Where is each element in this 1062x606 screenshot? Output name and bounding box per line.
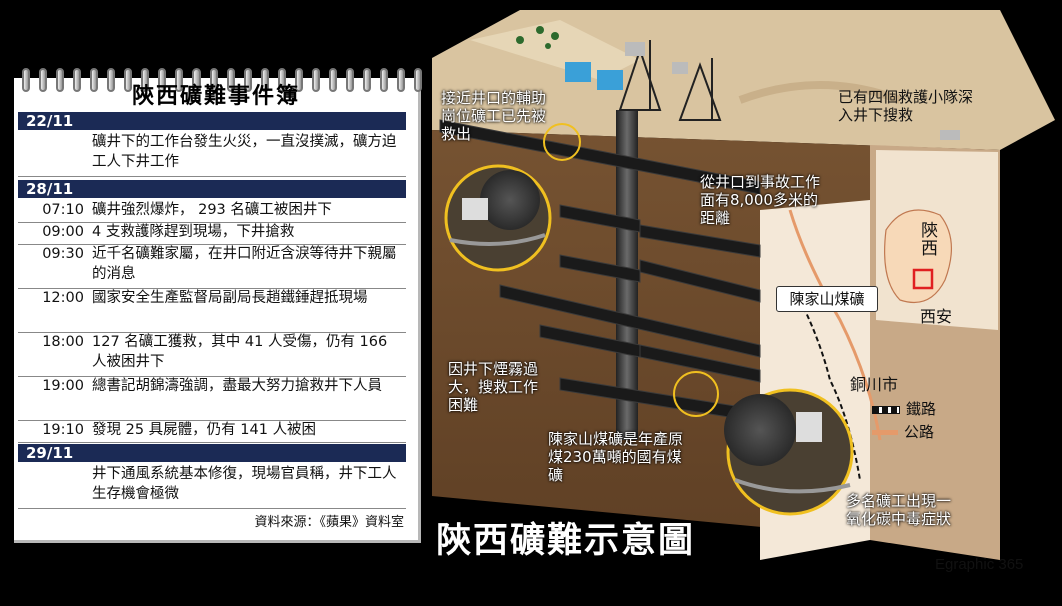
main-title: 陝西礦難示意圖 xyxy=(436,521,696,561)
surface-trees xyxy=(516,26,559,49)
notebook-ring-icon xyxy=(294,68,303,92)
event-row: 19:00 總書記胡錦濤強調，盡最大努力搶救井下人員 xyxy=(18,376,406,421)
notebook-ring-icon xyxy=(379,68,389,92)
callout-circle-top xyxy=(543,123,581,161)
label-co-poisoning: 多名礦工出現一氧化碳中毒症狀 xyxy=(846,492,952,528)
callout-circle-bottom xyxy=(673,371,719,417)
event-time: 09:30 xyxy=(42,246,84,262)
surface-buildings xyxy=(565,42,960,140)
label-mine-info: 陳家山煤礦是年產原煤230萬噸的國有煤礦 xyxy=(548,430,684,484)
legend-road: 公路 xyxy=(872,421,934,442)
notebook-ring-icon xyxy=(414,68,423,92)
notebook-ring-icon xyxy=(158,68,167,92)
notebook-ring-icon xyxy=(397,68,406,92)
notebook-ring-icon xyxy=(39,68,48,92)
railway-legend-icon xyxy=(872,405,900,414)
event-row: 井下通風系統基本修復，現場官員稱，井下工人生存機會極微 xyxy=(18,464,406,509)
event-time: 09:00 xyxy=(42,224,84,240)
notebook-ring-icon xyxy=(175,68,184,92)
event-time: 19:10 xyxy=(42,422,84,438)
event-text: 近千名礦難家屬，在井口附近含淚等待井下親屬的消息 xyxy=(92,246,397,282)
legend-railway-label: 鐵路 xyxy=(906,400,937,418)
notebook-ring-icon xyxy=(311,68,320,92)
event-text: 井下通風系統基本修復，現場官員稱，井下工人生存機會極微 xyxy=(92,466,397,502)
label-smoke: 因井下煙霧過大，搜救工作困難 xyxy=(448,360,539,414)
date-header: 28/11 xyxy=(18,180,406,198)
legend-railway: 鐵路 xyxy=(872,398,936,419)
label-province: 陝西 xyxy=(921,221,938,259)
notebook-ring-icon xyxy=(362,68,371,92)
event-row: 18:00 127 名礦工獲救，其中 41 人受傷，仍有 166 人被困井下 xyxy=(18,332,406,377)
event-text: 礦井強烈爆炸， 293 名礦工被困井下 xyxy=(92,202,332,218)
label-distance: 從井口到事故工作面有8,000多米的距離 xyxy=(700,173,821,227)
label-worker-rescue: 接近井口的輔助崗位礦工已先被救出 xyxy=(441,89,547,143)
notebook-title: 陝西礦難事件簿 xyxy=(131,83,300,109)
event-row: 19:10 發現 25 具屍體，仍有 141 人被困 xyxy=(18,420,406,443)
event-text: 發現 25 具屍體，仍有 141 人被困 xyxy=(92,422,317,438)
notebook-ring-icon xyxy=(243,68,252,92)
event-text: 總書記胡錦濤強調，盡最大努力搶救井下人員 xyxy=(92,378,382,394)
graphic-credit: Egraphic 365 xyxy=(935,556,1024,573)
event-time: 18:00 xyxy=(42,334,84,350)
date-header: 29/11 xyxy=(18,444,406,462)
notebook-ring-icon xyxy=(277,68,286,92)
label-xian: 西安 xyxy=(920,307,953,326)
event-time: 12:00 xyxy=(42,290,84,306)
event-text: 礦井下的工作台發生火災，一直沒撲滅，礦方迫工人下井工作 xyxy=(92,134,397,170)
event-row: 礦井下的工作台發生火災，一直沒撲滅，礦方迫工人下井工作 xyxy=(18,132,406,177)
event-row: 07:10 礦井強烈爆炸， 293 名礦工被困井下 xyxy=(18,200,406,223)
notebook-rings xyxy=(22,68,423,92)
notebook-ring-icon xyxy=(192,68,201,92)
notebook-source: 資料來源：《蘋果》資料室 xyxy=(254,515,404,530)
notebook-ring-icon xyxy=(260,68,269,92)
event-text: 127 名礦工獲救，其中 41 人受傷，仍有 166 人被困井下 xyxy=(92,334,388,370)
notebook-ring-icon xyxy=(226,68,235,92)
location-marker xyxy=(912,268,934,290)
notebook-ring-icon xyxy=(328,68,337,92)
headframe-towers xyxy=(618,40,722,121)
legend-road-label: 公路 xyxy=(904,423,935,441)
label-mine-name: 陳家山煤礦 xyxy=(776,286,878,312)
label-tongchuan: 銅川市 xyxy=(850,375,899,394)
date-header: 22/11 xyxy=(18,112,406,130)
notebook-ring-icon xyxy=(107,68,116,92)
notebook-ring-icon xyxy=(73,68,82,92)
notebook-ring-icon xyxy=(124,68,133,92)
tunnels xyxy=(439,119,761,423)
event-text: 4 支救護隊趕到現場，下井搶救 xyxy=(92,224,295,240)
event-row: 09:30 近千名礦難家屬，在井口附近含淚等待井下親屬的消息 xyxy=(18,244,406,289)
label-rescue-teams: 已有四個救護小隊深入井下搜救 xyxy=(838,88,974,124)
event-time: 19:00 xyxy=(42,378,84,394)
event-notebook xyxy=(14,78,421,543)
road-legend-icon xyxy=(872,430,898,435)
event-text: 國家安全生產監督局副局長趙鐵錘趕抵現場 xyxy=(92,290,368,306)
event-time: 07:10 xyxy=(42,202,84,218)
notebook-ring-icon xyxy=(141,68,150,92)
event-row: 12:00 國家安全生產監督局副局長趙鐵錘趕抵現場 xyxy=(18,288,406,333)
province-outline xyxy=(884,209,953,304)
road-line xyxy=(788,209,882,441)
notebook-ring-icon xyxy=(209,68,218,92)
notebook-ring-icon xyxy=(345,68,354,92)
notebook-ring-icon xyxy=(90,68,99,92)
event-row: 09:00 4 支救護隊趕到現場，下井搶救 xyxy=(18,222,406,245)
notebook-ring-icon xyxy=(56,68,65,92)
notebook-ring-icon xyxy=(22,68,31,92)
railway-line xyxy=(799,299,861,481)
